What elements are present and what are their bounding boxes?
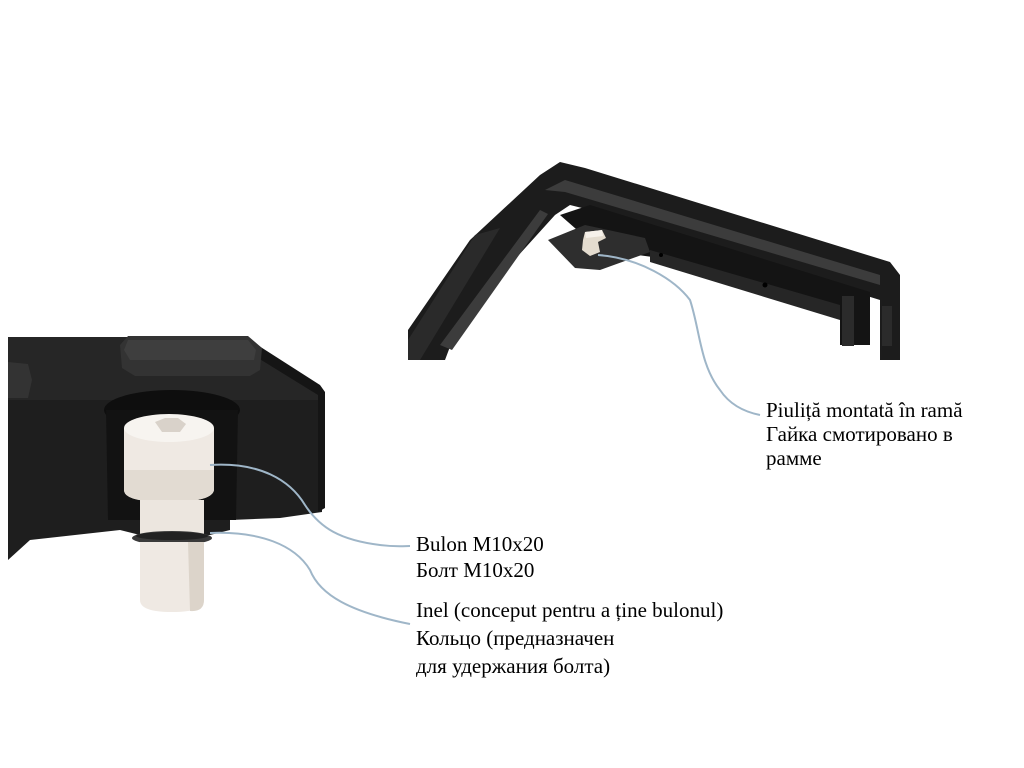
callout-nut-line-ro: Piuliță montată în ramă [766,398,963,422]
ring [132,531,212,545]
callout-nut-line-ru-2: рамме [766,446,822,470]
leader-line-ring [209,531,411,625]
leader-line-nut [597,254,761,416]
callout-ring-line-ru-2: для удержания болта) [416,654,611,678]
leader-lines [209,254,761,625]
callout-bolt-line-ru: Болт M10x20 [416,558,535,582]
frame-nut [582,230,606,256]
bolt [124,414,214,612]
callout-bolt-line-ro: Bulon M10x20 [416,532,544,556]
callout-ring-line-ro: Inel (conceput pentru a ține bulonul) [416,598,724,622]
leader-line-bolt [209,463,411,548]
callout-bolt-label: Bulon M10x20 Болт M10x20 [416,532,544,582]
callout-nut-line-ru-1: Гайка смотировано в [766,422,953,446]
callout-ring-line-ru-1: Кольцо (предназначен [416,626,615,650]
block-with-bolt [8,336,325,612]
frame-corner [408,162,900,360]
callout-nut-label: Piuliță montată în ramă Гайка смотирован… [766,398,963,470]
callout-ring-label: Inel (conceput pentru a ține bulonul) Ко… [416,598,723,678]
